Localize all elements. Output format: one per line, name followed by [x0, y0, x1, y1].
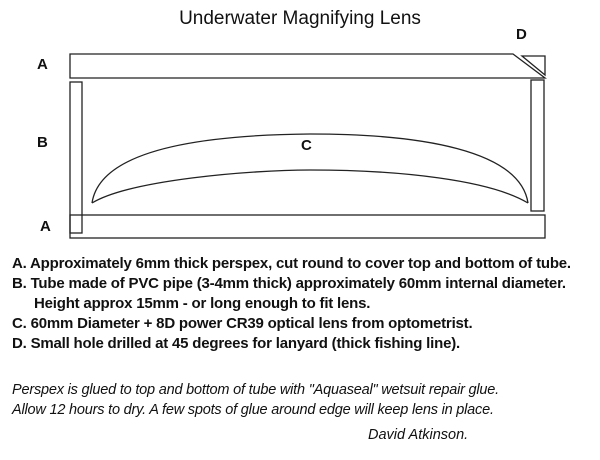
lens-diagram [69, 53, 547, 239]
tube-wall-right [530, 79, 545, 212]
lens-bottom-surface [91, 169, 529, 204]
label-a-bottom: A [40, 218, 51, 235]
parts-notes: A. Approximately 6mm thick perspex, cut … [12, 254, 600, 354]
note-d: D. Small hole drilled at 45 degrees for … [12, 335, 460, 352]
lanyard-hole-triangle [520, 55, 546, 77]
note-c: C. 60mm Diameter + 8D power CR39 optical… [12, 315, 473, 332]
footer-line-1: Perspex is glued to top and bottom of tu… [12, 382, 499, 398]
label-a-top: A [37, 56, 48, 73]
note-a: A. Approximately 6mm thick perspex, cut … [12, 255, 571, 272]
diagram-title: Underwater Magnifying Lens [179, 8, 421, 29]
note-b: B. Tube made of PVC pipe (3-4mm thick) a… [12, 275, 566, 312]
lens-top-surface [91, 133, 529, 204]
assembly-notes: Perspex is glued to top and bottom of tu… [12, 380, 499, 420]
tube-wall-left [69, 81, 83, 234]
signature: David Atkinson. [368, 427, 469, 443]
label-d: D [516, 26, 527, 43]
top-perspex-plate [69, 53, 547, 79]
label-b: B [37, 134, 48, 151]
footer-line-2: Allow 12 hours to dry. A few spots of gl… [12, 402, 494, 418]
bottom-perspex-plate [69, 214, 546, 239]
label-c: C [301, 137, 312, 154]
